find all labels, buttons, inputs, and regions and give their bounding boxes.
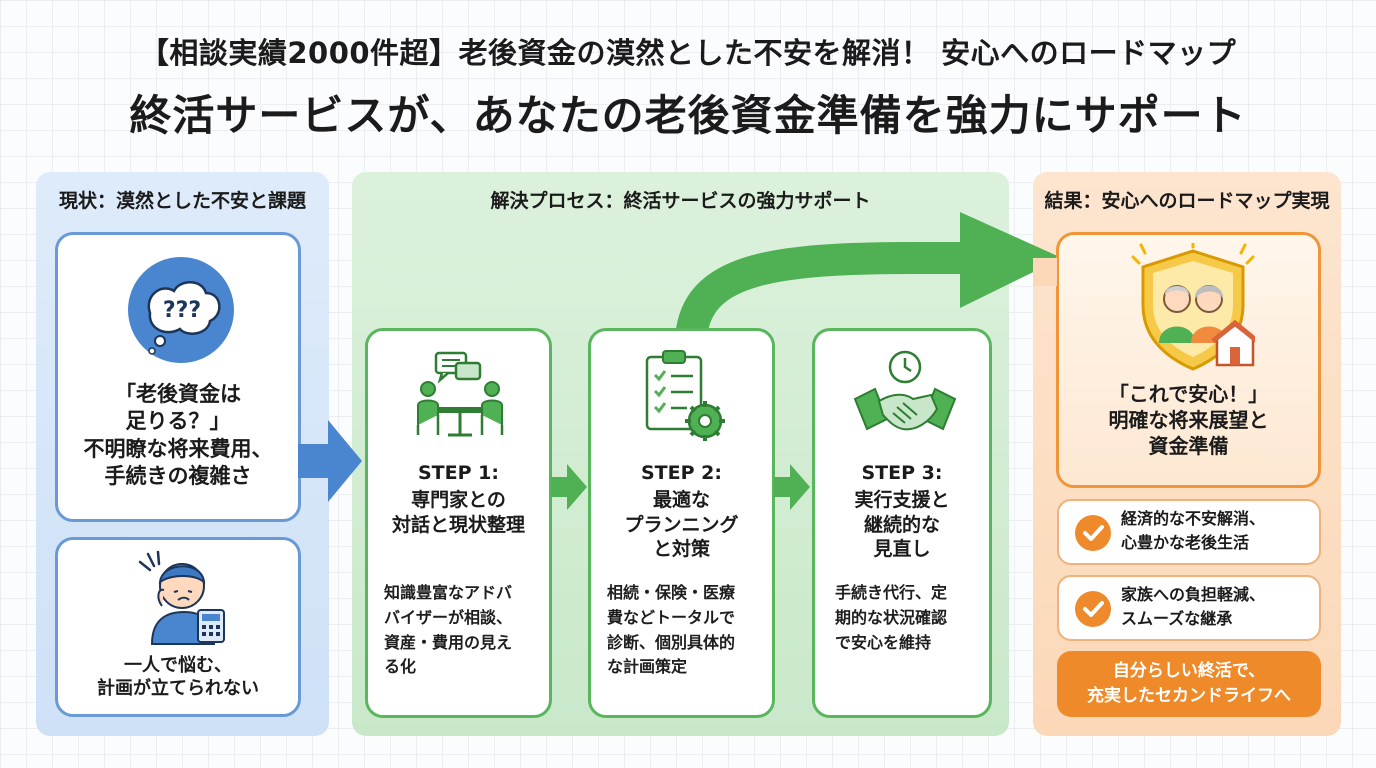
arrow-tip-bg [1033,258,1057,286]
benefit-text: 家族への負担軽減、 スムーズな継承 [1121,585,1266,628]
step-1-title: 専門家との 対話と現状整理 [391,489,525,536]
curved-arrow-icon [676,212,1062,346]
consultation-icon [416,351,504,437]
benefit-text: 経済的な不安解消、 心豊かな老後生活 [1121,509,1266,552]
step-1-card: STEP 1: 専門家との 対話と現状整理 知識豊富なアドバ バイザーが相談、 … [365,328,552,718]
step-1-label: STEP 1: [418,462,499,484]
step-1-body: 知識豊富なアドバ バイザーが相談、 資産・費用の見え る化 [384,583,513,677]
result-heading: 結果：安心へのロードマップ実現 [1044,190,1330,212]
second-life-badge: 自分らしい終活で、 充実したセカンドライフへ [1057,651,1321,717]
alone-text: 一人で悩む、 計画が立てられない [97,655,259,700]
check-icon [1075,591,1111,627]
arrow-right-icon [298,420,362,502]
step-2-card: STEP 2: 最適な プランニング と対策 相続・保険・医療 費などトータルで… [588,328,775,718]
step-2-label: STEP 2: [641,462,722,484]
worry-card: ??? 「老後資金は 足りる？」 不明瞭な将来費用、 手続きの複雑さ [55,232,301,522]
worry-text: 「老後資金は 足りる？」 不明瞭な将来費用、 手続きの複雑さ [83,382,273,488]
step-3-title: 実行支援と 継続的な 見直し [854,489,950,561]
benefit-item: 経済的な不安解消、 心豊かな老後生活 [1057,499,1321,565]
check-icon [1075,515,1111,551]
handshake-clock-icon [853,350,957,431]
step-2-body: 相続・保険・医療 費などトータルで 診断、個別具体的 な計画策定 [607,583,736,677]
step-3-body: 手続き代行、定 期的な状況確認 で安心を維持 [835,583,948,652]
worried-person-icon [138,550,225,645]
question-glyph: ??? [163,298,201,323]
process-heading: 解決プロセス：終活サービスの強力サポート [490,190,871,212]
result-main-card: 「これで安心！」 明確な将来展望と 資金準備 [1056,232,1321,488]
step-arrow-icon [774,464,810,510]
step-3-label: STEP 3: [861,462,943,484]
checklist-gear-icon [645,350,725,441]
step-3-card: STEP 3: 実行支援と 継続的な 見直し 手続き代行、定 期的な状況確認 で… [812,328,992,718]
page-subtitle: 【相談実績2000件超】老後資金の漠然とした不安を解消！ 安心へのロードマップ [139,36,1237,70]
benefit-item: 家族への負担軽減、 スムーズな継承 [1057,575,1321,641]
result-main-text: 「これで安心！」 明確な将来展望と 資金準備 [1108,382,1269,458]
alone-card: 一人で悩む、 計画が立てられない [55,537,301,717]
page-title: 終活サービスが、あなたの老後資金準備を強力にサポート [129,91,1247,140]
shield-family-icon [1131,243,1255,371]
question-bubble-icon: ??? [128,257,234,363]
step-arrow-icon [551,464,587,510]
current-heading: 現状：漠然とした不安と課題 [58,190,306,212]
step-2-title: 最適な プランニング と対策 [624,489,739,561]
